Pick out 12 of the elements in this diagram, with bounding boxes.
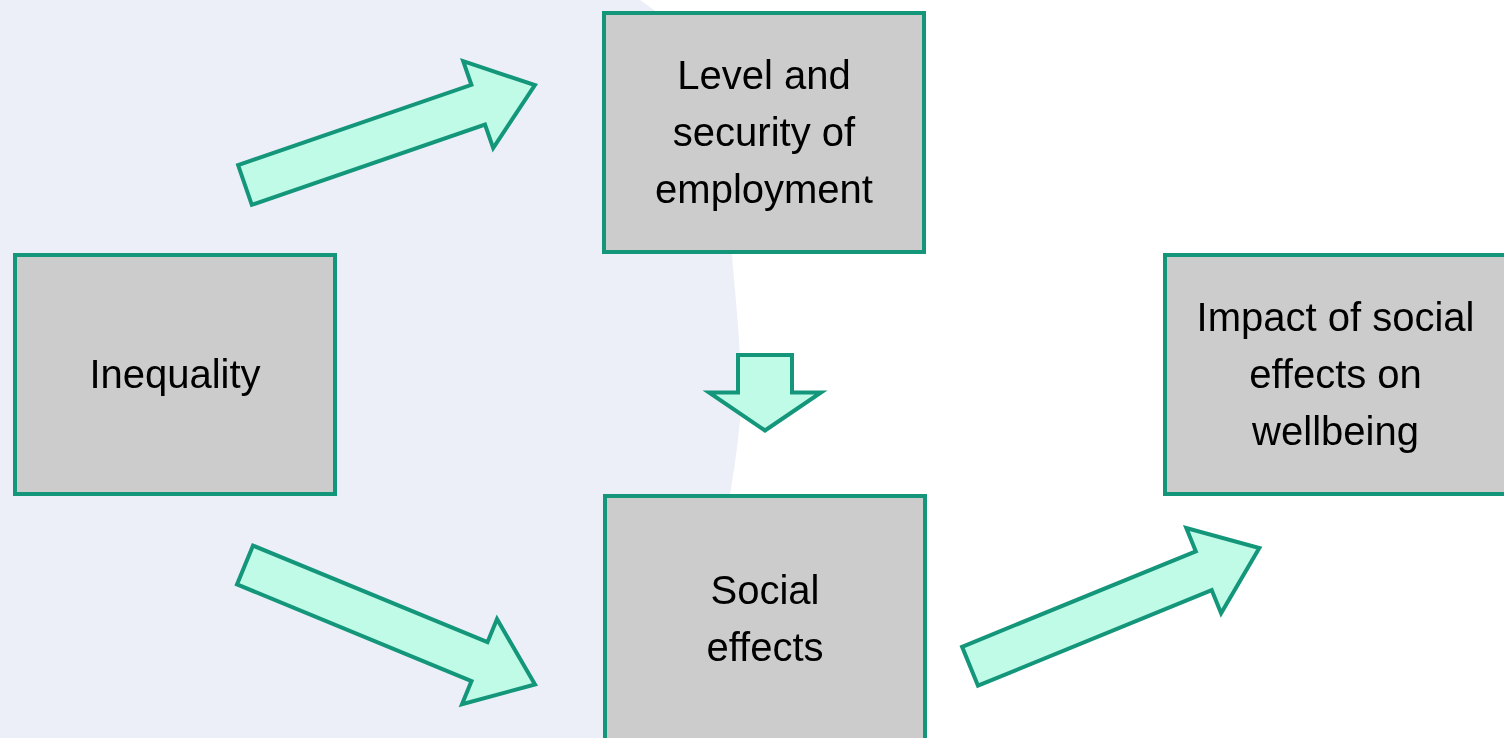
process-box [13,253,337,496]
box-label: Social effects [705,567,825,671]
block-arrow [702,353,828,433]
block-arrow [234,543,539,708]
process-box [602,11,926,254]
process-box [603,494,927,738]
block-arrow [235,58,538,208]
block-arrow [959,525,1263,689]
box-label: Level and security of employment [654,52,874,213]
process-box [1163,253,1504,496]
box-label: Inequality [89,351,261,398]
box-label: Impact of social effects on wellbeing [1195,294,1476,455]
